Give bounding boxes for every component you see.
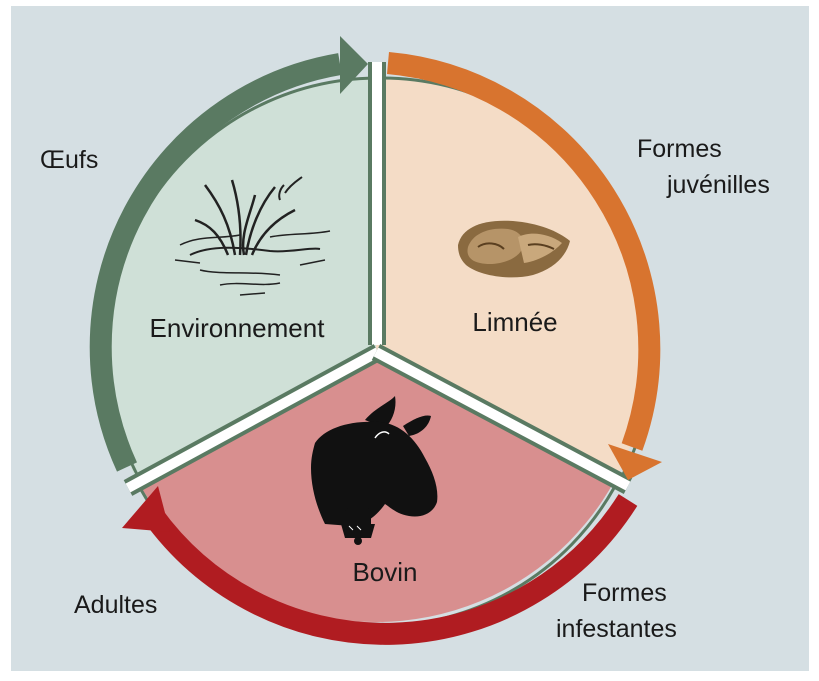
sector-label-limnee: Limnée: [455, 307, 575, 338]
stage-label-adultes: Adultes: [74, 590, 157, 621]
sector-label-environnement: Environnement: [132, 313, 342, 344]
stage-label-formes-juveniles-line1: Formes: [637, 134, 722, 165]
sector-label-bovin: Bovin: [330, 557, 440, 588]
stage-label-formes-juveniles-line2: juvénilles: [667, 170, 770, 201]
stage-label-oeufs: Œufs: [40, 145, 98, 176]
stage-label-formes-infestantes-line2: infestantes: [556, 614, 677, 645]
stage-label-formes-infestantes-line1: Formes: [582, 578, 667, 609]
